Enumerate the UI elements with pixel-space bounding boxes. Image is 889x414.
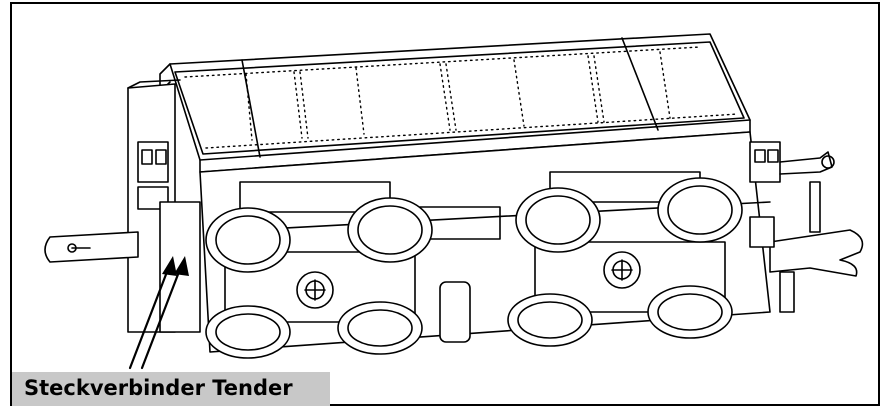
left-drawbar [44, 231, 139, 263]
wheels-bottom-row [205, 285, 733, 359]
callout-label: Steckverbinder Tender [24, 376, 293, 400]
callout-arrows [128, 262, 184, 370]
tender-drawing [44, 33, 864, 370]
callout-label-box [12, 372, 330, 406]
wheels-top-row [205, 177, 743, 273]
arrowheads [162, 256, 189, 276]
cover-rivet-lines [184, 46, 739, 149]
right-coupler [749, 141, 864, 313]
